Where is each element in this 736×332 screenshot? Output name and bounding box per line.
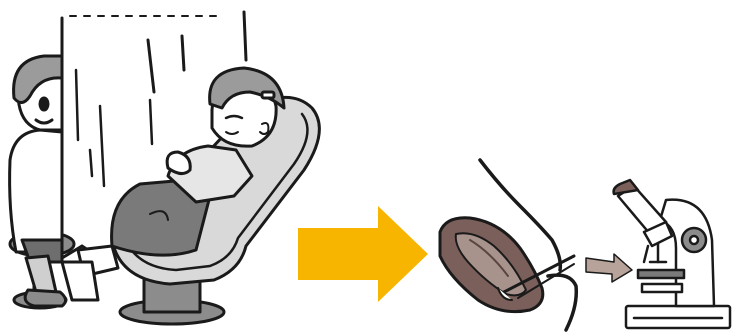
arrow-right-icon — [298, 206, 428, 302]
microscope-icon — [612, 178, 732, 330]
small-arrow-icon — [585, 253, 633, 283]
curtain — [60, 10, 248, 260]
patient-figure — [60, 66, 286, 302]
cervix-swab-icon — [438, 158, 579, 332]
